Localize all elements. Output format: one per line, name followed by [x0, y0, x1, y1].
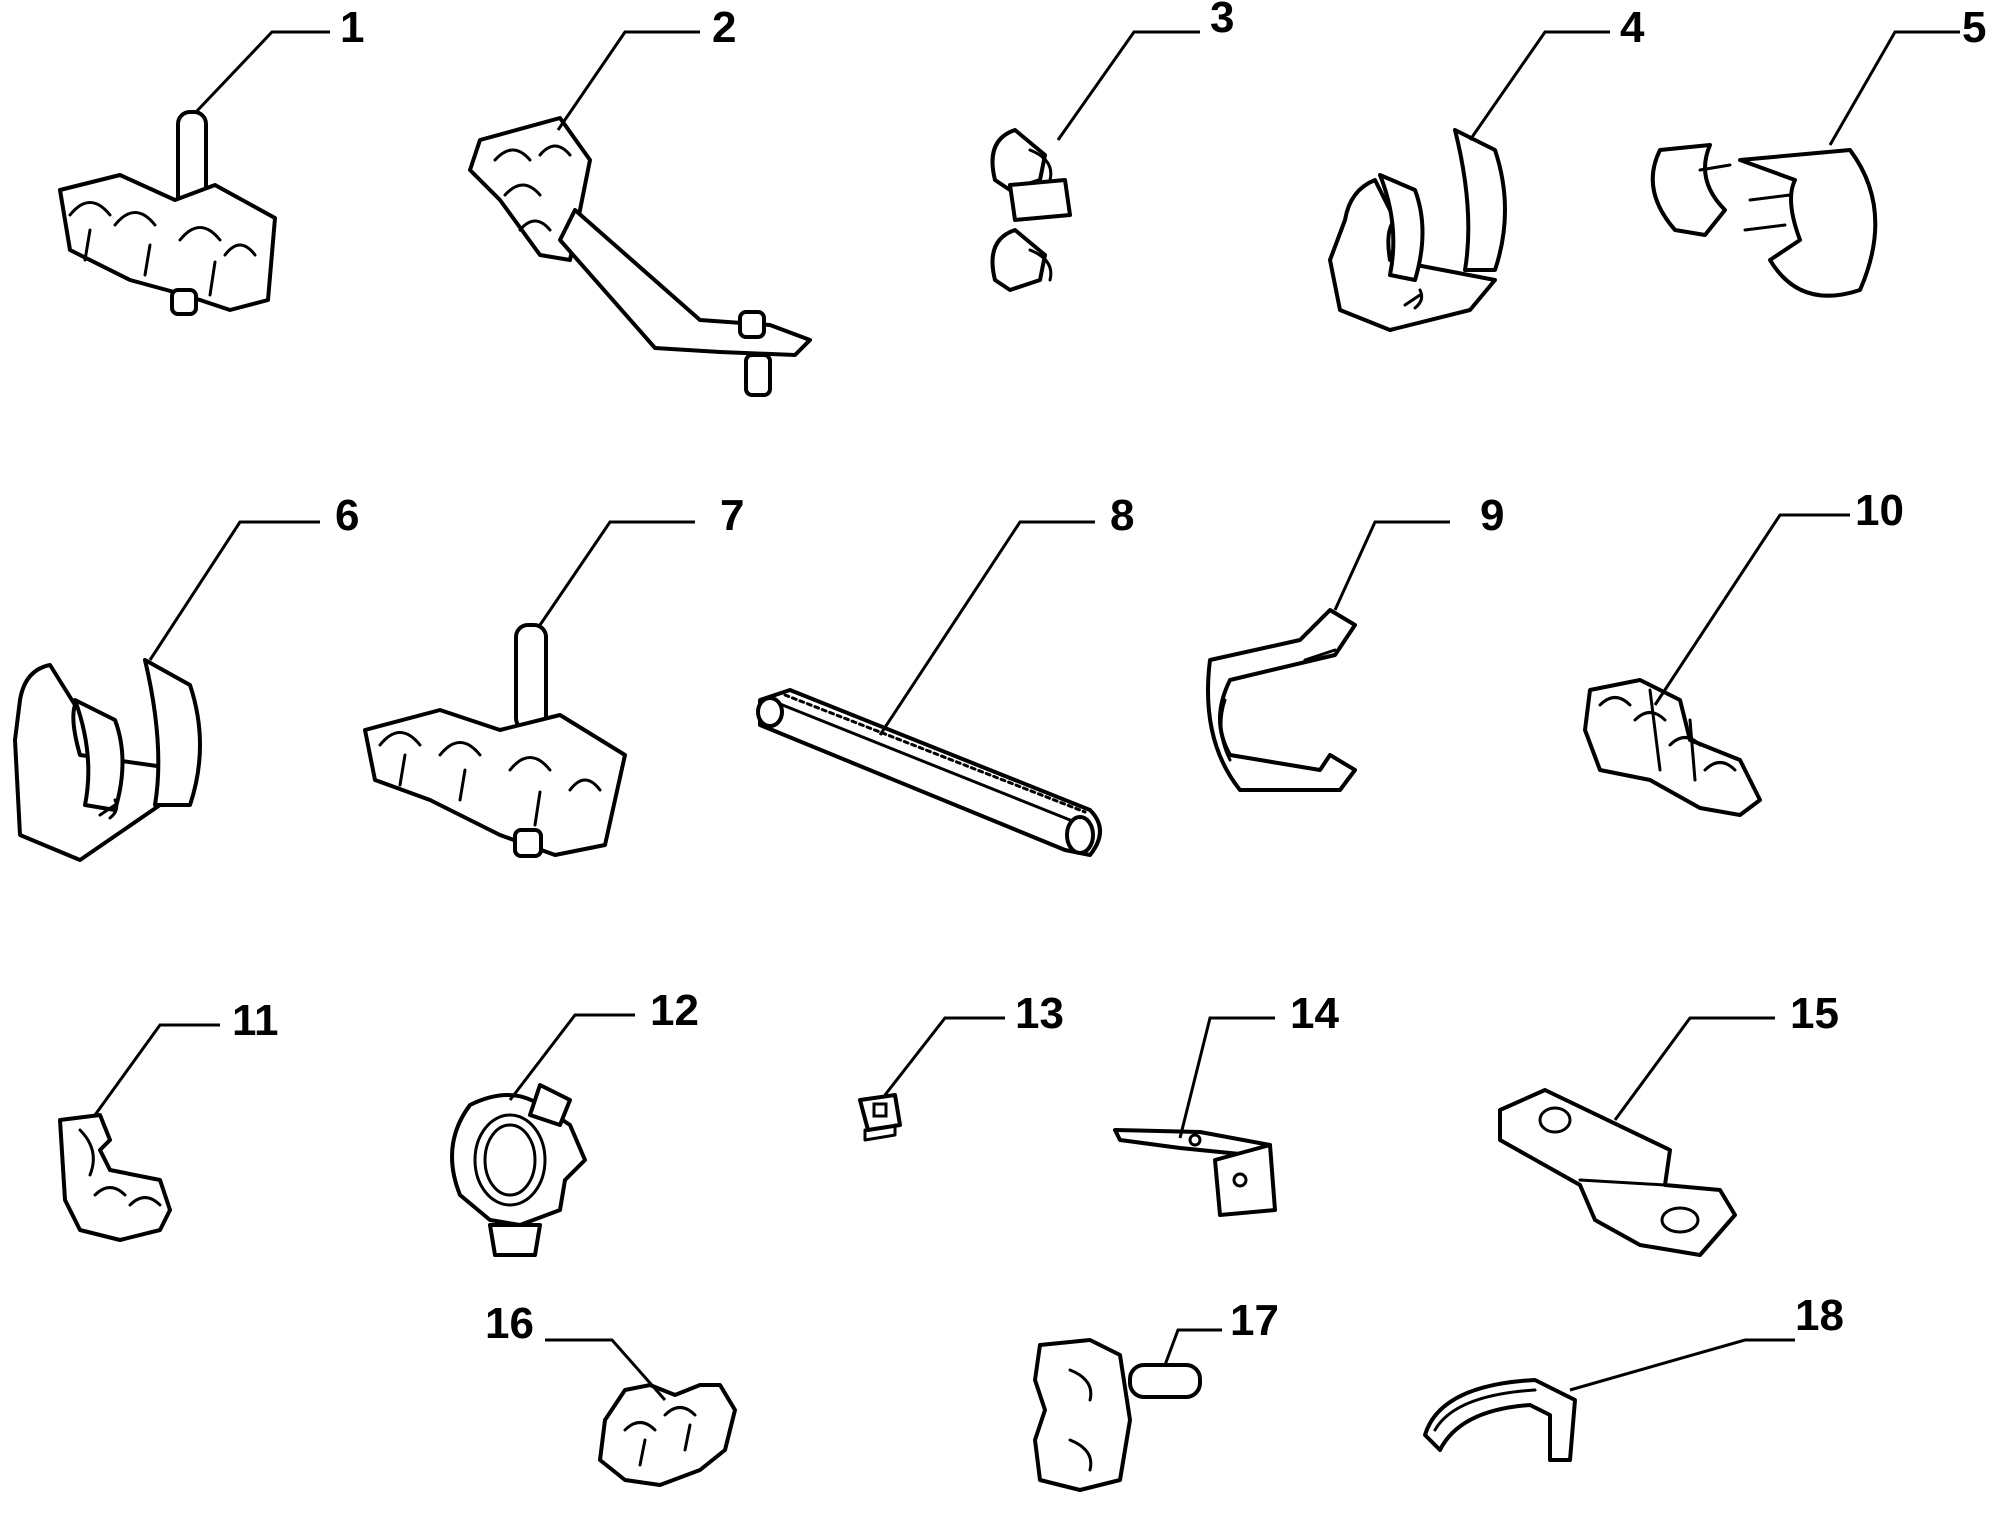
- part-6: 6: [13, 491, 359, 862]
- part-17: 17: [1033, 1296, 1279, 1492]
- part-14: 14: [1113, 989, 1339, 1217]
- callout-number-18: 18: [1795, 1291, 1844, 1340]
- callout-number-6: 6: [335, 491, 359, 540]
- callout-number-10: 10: [1855, 486, 1904, 535]
- callout-number-15: 15: [1790, 989, 1839, 1038]
- part-8: 8: [756, 491, 1134, 857]
- stacked-pipe-clip-icon: [1583, 678, 1762, 817]
- callout-number-2: 2: [712, 3, 736, 52]
- callout-number-9: 9: [1480, 491, 1504, 540]
- single-pipe-clip-icon: [58, 1113, 172, 1242]
- part-9: 9: [1206, 491, 1504, 792]
- part-4: 4: [1328, 3, 1645, 332]
- square-push-nut-icon: [858, 1093, 902, 1142]
- callout-number-3: 3: [1210, 0, 1234, 42]
- callout-number-11: 11: [232, 996, 279, 1045]
- callout-number-13: 13: [1015, 989, 1064, 1038]
- callout-number-4: 4: [1620, 3, 1645, 52]
- callout-number-5: 5: [1962, 3, 1986, 52]
- hook-retainer-icon: [1423, 1378, 1577, 1462]
- callout-number-17: 17: [1230, 1296, 1279, 1345]
- edge-trim-strip-icon: [756, 688, 1102, 857]
- spring-band-clip-icon: [1206, 608, 1357, 792]
- double-spring-clip-icon: [1650, 143, 1878, 298]
- double-c-clip-icon: [990, 128, 1072, 292]
- multi-pipe-clip-with-stud-icon: [363, 623, 627, 858]
- double-pipe-clip-with-stud-icon: [58, 110, 277, 316]
- callout-number-12: 12: [650, 986, 699, 1035]
- part-16: 16: [485, 1299, 737, 1487]
- round-grommet-clip-icon: [450, 1083, 587, 1257]
- angle-bracket-icon: [1113, 1128, 1277, 1217]
- callout-number-1: 1: [340, 3, 364, 52]
- part-15: 15: [1498, 989, 1839, 1257]
- part-3: 3: [990, 0, 1234, 292]
- part-5: 5: [1650, 3, 1986, 298]
- double-open-pipe-clip-icon: [1328, 128, 1507, 332]
- multi-pipe-clip-with-bracket-arm-icon: [468, 116, 812, 397]
- offset-strap-bracket-icon: [1498, 1088, 1737, 1257]
- callout-number-16: 16: [485, 1299, 534, 1348]
- part-7: 7: [363, 491, 744, 858]
- part-18: 18: [1423, 1291, 1844, 1462]
- callout-number-14: 14: [1290, 989, 1339, 1038]
- part-2: 2: [468, 3, 812, 397]
- part-13: 13: [858, 989, 1064, 1142]
- double-pipe-clip-icon: [598, 1383, 737, 1487]
- part-10: 10: [1583, 486, 1904, 817]
- callout-number-7: 7: [720, 491, 744, 540]
- part-1: 1: [58, 3, 364, 316]
- part-11: 11: [58, 996, 279, 1242]
- callout-number-8: 8: [1110, 491, 1134, 540]
- part-12: 12: [450, 986, 699, 1257]
- double-open-pipe-clip-icon: [13, 658, 202, 862]
- double-clip-with-pin-icon: [1033, 1338, 1202, 1492]
